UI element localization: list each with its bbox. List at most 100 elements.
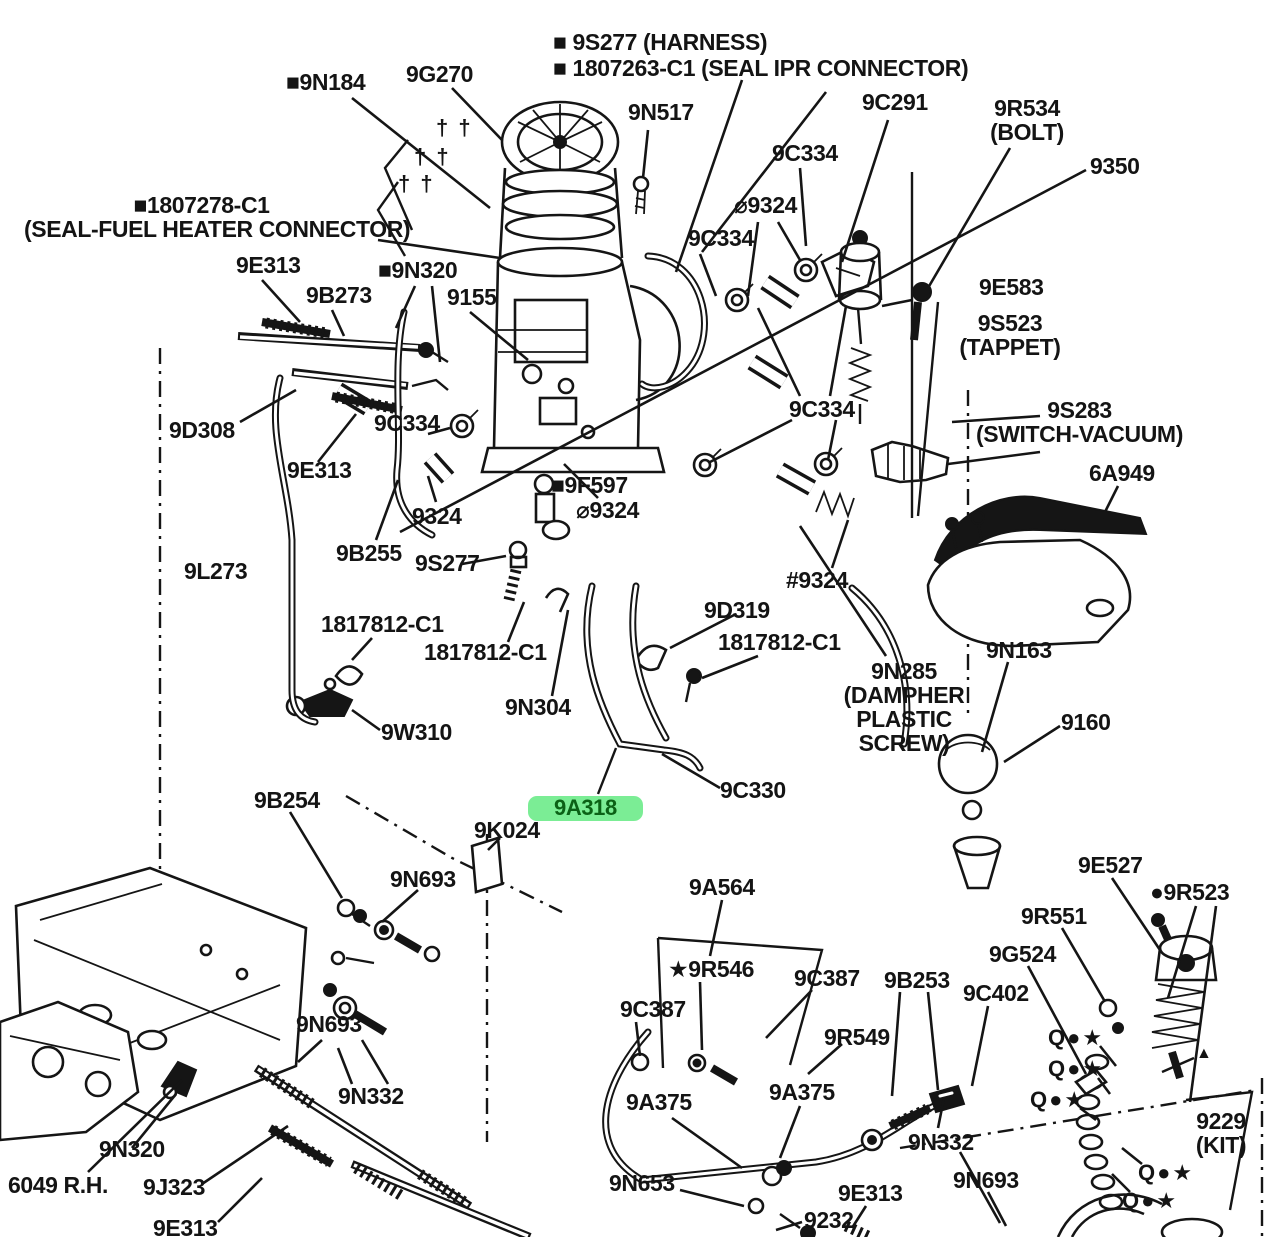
part-label-9n304: 9N304 <box>505 694 571 720</box>
part-label-9c387: 9C387 <box>794 965 860 991</box>
fuel-pump-assembly <box>480 100 681 541</box>
part-label-: † † <box>436 115 473 140</box>
part-label-9d308: 9D308 <box>169 417 235 443</box>
spacers-9324 <box>333 274 817 496</box>
injector-9e527 <box>1151 913 1218 1080</box>
part-label-q: Q●★ <box>1048 1025 1105 1050</box>
part-label-9c334: 9C334 <box>688 225 754 251</box>
part-label-1817812-c1: 1817812-C1 <box>424 639 547 665</box>
part-label-9n653: 9N653 <box>609 1170 675 1196</box>
part-label-9g524: 9G524 <box>989 941 1057 967</box>
part-label-9c330: 9C330 <box>720 777 786 803</box>
switch-vacuum <box>870 440 1041 484</box>
part-label-9n517: 9N517 <box>628 99 694 125</box>
part-label-9c334: 9C334 <box>374 410 440 436</box>
part-label-9d319: 9D319 <box>704 597 770 623</box>
part-label-9n320: 9N320 <box>99 1136 165 1162</box>
part-label-1817812-c1: 1817812-C1 <box>321 611 444 637</box>
part-label-9324: 9324 <box>412 503 462 529</box>
part-label-9c291: 9C291 <box>862 89 928 115</box>
part-label-9r549: 9R549 <box>824 1024 890 1050</box>
part-label-9r551: 9R551 <box>1021 903 1087 929</box>
part-label-9n693: 9N693 <box>953 1167 1019 1193</box>
part-label-9160: 9160 <box>1061 709 1111 735</box>
part-label-9c402: 9C402 <box>963 980 1029 1006</box>
part-label-9e313: 9E313 <box>838 1180 903 1206</box>
part-label-9k024: 9K024 <box>474 817 540 843</box>
part-label-1807263-c1-seal-ipr-connector: ■ 1807263-C1 (SEAL IPR CONNECTOR) <box>553 55 969 81</box>
part-label-: † † <box>398 171 435 196</box>
part-label-9n163: 9N163 <box>986 637 1052 663</box>
part-label-9c334: 9C334 <box>789 396 855 422</box>
part-label-9232: 9232 <box>804 1207 854 1233</box>
part-label-9a375: 9A375 <box>769 1079 835 1105</box>
part-label-9s277: 9S277 <box>415 550 480 576</box>
part-label-9g270: 9G270 <box>406 61 474 87</box>
manifold-6a949 <box>926 495 1148 648</box>
part-label-9e527: 9E527 <box>1078 852 1143 878</box>
part-label-9j323: 9J323 <box>143 1174 205 1200</box>
part-label-9324: ⌀9324 <box>734 192 798 218</box>
part-label-9b254: 9B254 <box>254 787 320 813</box>
part-label-9a375: 9A375 <box>626 1089 692 1115</box>
spring-9324 <box>815 489 855 519</box>
part-label-9n332: 9N332 <box>908 1129 974 1155</box>
part-label-9c387: 9C387 <box>620 996 686 1022</box>
part-label-9e583: 9E583 <box>979 274 1044 300</box>
ring <box>961 799 983 821</box>
bolt-9n517 <box>632 175 650 215</box>
part-label-9r523: ●9R523 <box>1150 879 1230 905</box>
partial-part-bottom <box>1056 1193 1163 1237</box>
part-label-q: Q●★ <box>1122 1188 1179 1213</box>
part-label-9w310: 9W310 <box>381 719 452 745</box>
bracket-9k024 <box>470 836 504 894</box>
part-label-9n184: ■9N184 <box>286 69 366 95</box>
cylinder-head-6049 <box>0 1000 140 1142</box>
heater-elements <box>237 317 449 415</box>
clamps-9c334 <box>449 253 843 478</box>
part-label-9l273: 9L273 <box>184 558 248 584</box>
fittings-bottom-center <box>747 1084 966 1237</box>
part-label-9a564: 9A564 <box>689 874 755 900</box>
part-label-: ▲ <box>1196 1045 1212 1062</box>
highlighted-part-label-9a318: 9A318 <box>528 796 643 821</box>
kit-bracket <box>1185 1090 1254 1211</box>
part-label-9r534-bolt: 9R534(BOLT) <box>990 95 1064 145</box>
part-label-6a949: 6A949 <box>1089 460 1155 486</box>
part-label-9b255: 9B255 <box>336 540 402 566</box>
part-label-6049-r.h.: 6049 R.H. <box>8 1172 108 1198</box>
part-label-9n320: ■9N320 <box>378 257 458 283</box>
part-label-1817812-c1: 1817812-C1 <box>718 629 841 655</box>
part-label-9229-kit: 9229(KIT) <box>1195 1108 1247 1158</box>
small-fittings-left <box>160 898 441 1100</box>
part-label-q: Q●★ <box>1048 1056 1105 1081</box>
funnel-9r549 <box>952 835 1002 890</box>
part-label-9c334: 9C334 <box>772 140 838 166</box>
part-label-9e313: 9E313 <box>236 252 301 278</box>
part-label-9n693: 9N693 <box>296 1011 362 1037</box>
oring-kit-9229 <box>1074 998 1124 1211</box>
part-label-9r546: ★9R546 <box>668 956 754 982</box>
part-label-9350: 9350 <box>1090 153 1140 179</box>
part-label-9e313: 9E313 <box>153 1215 218 1237</box>
part-label-9s523-tappet: 9S523(TAPPET) <box>959 310 1061 360</box>
fuel-rails <box>253 1064 532 1237</box>
part-label-9e313: 9E313 <box>287 457 352 483</box>
part-label-9b273: 9B273 <box>306 282 372 308</box>
part-label-q: Q●★ <box>1030 1087 1087 1112</box>
leader-lines <box>87 79 1218 1232</box>
part-label-1807278-c1-seal-fuel-heater-connector: ■1807278-C1(SEAL-FUEL HEATER CONNECTOR) <box>24 192 411 242</box>
part-label-: † † <box>414 144 451 169</box>
part-label-9155: 9155 <box>447 284 497 310</box>
sensor-9s277 <box>503 540 528 602</box>
part-label-9b253: 9B253 <box>884 967 950 993</box>
part-label-9s277-harness: ■ 9S277 (HARNESS) <box>553 29 768 55</box>
part-label-9324: #9324 <box>786 567 848 593</box>
part-label-9n332: 9N332 <box>338 1083 404 1109</box>
dashdot-center <box>345 794 563 914</box>
part-label-q: Q●★ <box>1138 1160 1195 1185</box>
